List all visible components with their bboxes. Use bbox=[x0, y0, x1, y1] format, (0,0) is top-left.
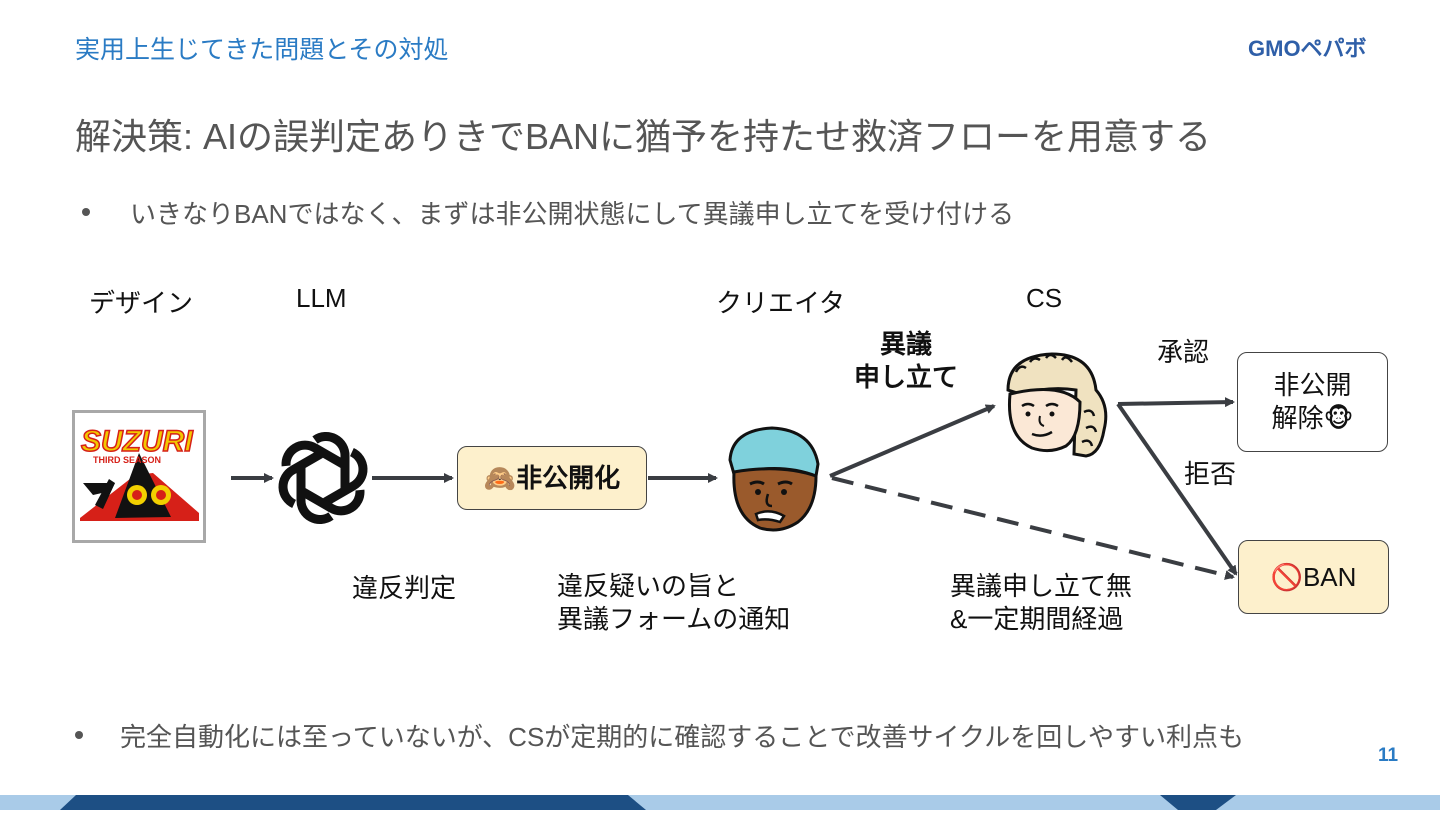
violation-judgement-label: 違反判定 bbox=[352, 572, 456, 605]
approve-label: 承認 bbox=[1157, 336, 1209, 369]
footer-bar bbox=[0, 795, 1440, 810]
arrow-creator-to-ban-dashed bbox=[832, 478, 1233, 577]
arrow-cs-to-unhide bbox=[1118, 402, 1233, 404]
reject-label: 拒否 bbox=[1184, 458, 1236, 491]
appeal-line2: 申し立て bbox=[854, 361, 958, 394]
ban-box: 🚫BAN bbox=[1238, 540, 1389, 614]
svg-text:THIRD SEASON: THIRD SEASON bbox=[93, 455, 161, 465]
no-appeal-line1: 異議申し立て無 bbox=[950, 570, 1132, 603]
unhide-line2: 解除🐵 bbox=[1271, 402, 1353, 435]
notice-line1: 違反疑いの旨と bbox=[557, 570, 790, 603]
page-number: 11 bbox=[1378, 745, 1398, 767]
creator-avatar bbox=[720, 424, 824, 532]
unhide-box: 非公開 解除🐵 bbox=[1237, 352, 1388, 452]
svg-text:SUZURI: SUZURI bbox=[81, 425, 193, 458]
openai-logo-icon bbox=[273, 428, 373, 528]
appeal-label: 異議 申し立て bbox=[854, 328, 958, 394]
bullet-dot-icon bbox=[75, 731, 83, 739]
notice-line2: 異議フォームの通知 bbox=[557, 603, 790, 636]
arrow-creator-to-cs bbox=[830, 406, 994, 476]
unhide-line1: 非公開 bbox=[1271, 369, 1353, 402]
no-appeal-label: 異議申し立て無 &一定期間経過 bbox=[950, 570, 1132, 636]
no-appeal-line2: &一定期間経過 bbox=[950, 603, 1132, 636]
design-thumbnail: SUZURI THIRD SEASON bbox=[72, 410, 206, 543]
cs-avatar bbox=[1000, 350, 1112, 460]
bullet-text: 完全自動化には至っていないが、CSが定期的に確認することで改善サイクルを回しやす… bbox=[120, 717, 1244, 754]
appeal-line1: 異議 bbox=[854, 328, 958, 361]
notice-label: 違反疑いの旨と 異議フォームの通知 bbox=[557, 570, 790, 636]
private-state-box: 🙈非公開化 bbox=[457, 446, 647, 510]
